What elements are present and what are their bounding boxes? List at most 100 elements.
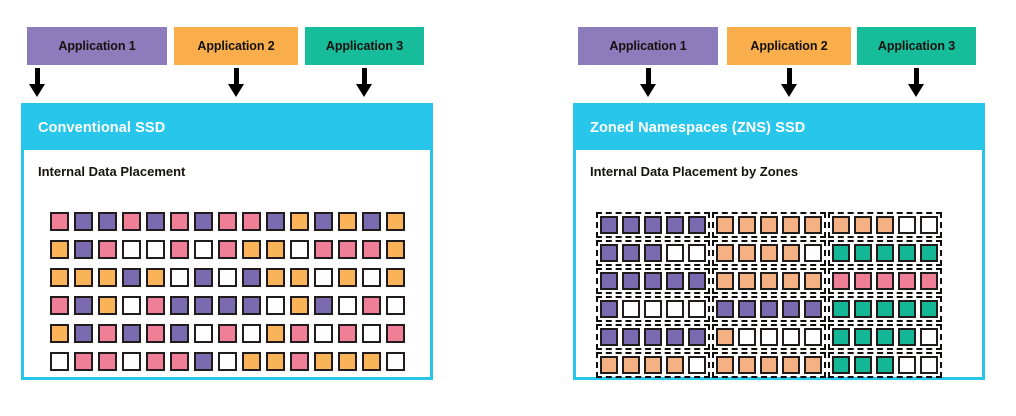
data-block-white [122,352,141,371]
zone-1-row-2 [596,240,710,266]
arrow-stem [361,68,367,86]
data-block-white [218,268,237,287]
data-block-teal [898,328,916,346]
data-block-peach [622,356,640,374]
app-box-conventional-1[interactable]: Application 1 [27,27,167,65]
zone-2-row-5 [712,324,826,350]
app-box-zns-2[interactable]: Application 2 [727,27,851,65]
data-block-orange [266,240,285,259]
data-block-purple [804,300,822,318]
data-block-white [782,328,800,346]
data-block-orange [50,268,69,287]
app-box-conventional-2[interactable]: Application 2 [174,27,298,65]
app-box-zns-1[interactable]: Application 1 [578,27,718,65]
data-block-pink [170,212,189,231]
app-box-label: Application 2 [750,39,828,53]
data-block-peach [716,328,734,346]
app-box-label: Application 1 [58,39,136,53]
data-block-peach [716,216,734,234]
data-block-teal [920,300,938,318]
data-block-purple [194,268,213,287]
ssd-title: Zoned Namespaces (ZNS) SSD [590,120,806,136]
data-block-pink [362,296,381,315]
data-placement-grid [50,212,410,380]
data-block-pink [98,240,117,259]
data-block-orange [290,212,309,231]
data-block-pink [170,240,189,259]
data-block-white [644,300,662,318]
data-block-purple [688,328,706,346]
data-block-peach [716,356,734,374]
ssd-title-bar: Zoned Namespaces (ZNS) SSD [576,106,982,150]
data-block-white [266,296,285,315]
zone-2-row-3 [712,268,826,294]
data-block-teal [854,356,872,374]
zone-2-row-2 [712,240,826,266]
data-block-white [898,216,916,234]
zone-3-row-6 [828,352,942,378]
data-block-pink [146,352,165,371]
data-block-teal [876,356,894,374]
data-block-purple [600,328,618,346]
data-block-pink [242,212,261,231]
app-box-zns-3[interactable]: Application 3 [857,27,976,65]
zone-1-row-4 [596,296,710,322]
data-block-purple [122,324,141,343]
grid-row [50,324,410,343]
zone-1-row-1 [596,212,710,238]
data-block-purple [622,272,640,290]
zone-3-row-3 [828,268,942,294]
data-block-pink [314,240,333,259]
data-block-white [920,328,938,346]
data-block-teal [876,300,894,318]
ssd-body: Internal Data Placement by Zones [576,150,982,179]
data-block-pink [876,272,894,290]
data-block-peach [666,356,684,374]
data-block-teal [876,244,894,262]
data-block-orange [314,352,333,371]
data-block-peach [760,216,778,234]
ssd-title-bar: Conventional SSD [24,106,430,150]
data-block-pink [74,352,93,371]
data-block-purple [314,212,333,231]
data-block-purple [738,300,756,318]
data-block-purple [98,212,117,231]
app-box-label: Application 3 [325,39,404,53]
data-block-orange [74,268,93,287]
data-block-purple [170,324,189,343]
data-block-white [362,268,381,287]
zoned-data-placement-grid [596,212,942,380]
data-block-orange [266,268,285,287]
zone-1-row-3 [596,268,710,294]
data-block-pink [386,324,405,343]
data-block-white [688,244,706,262]
data-block-pink [290,352,309,371]
data-block-orange [266,324,285,343]
zone-1-row-5 [596,324,710,350]
data-block-purple [362,212,381,231]
zone-row [596,268,942,296]
data-block-peach [738,244,756,262]
app-box-conventional-3[interactable]: Application 3 [305,27,424,65]
data-block-white [170,268,189,287]
data-block-purple [666,328,684,346]
data-block-white [50,352,69,371]
data-block-white [666,244,684,262]
data-block-orange [362,352,381,371]
data-block-pink [98,352,117,371]
data-block-peach [832,216,850,234]
data-block-purple [760,300,778,318]
data-block-orange [338,352,357,371]
data-block-purple [74,296,93,315]
data-block-peach [782,216,800,234]
grid-row [50,352,410,371]
arrow-head-icon [780,84,797,97]
data-block-orange [290,296,309,315]
data-block-purple [600,244,618,262]
data-block-purple [74,324,93,343]
data-block-teal [832,328,850,346]
arrow-stem [786,68,792,86]
data-block-orange [338,268,357,287]
